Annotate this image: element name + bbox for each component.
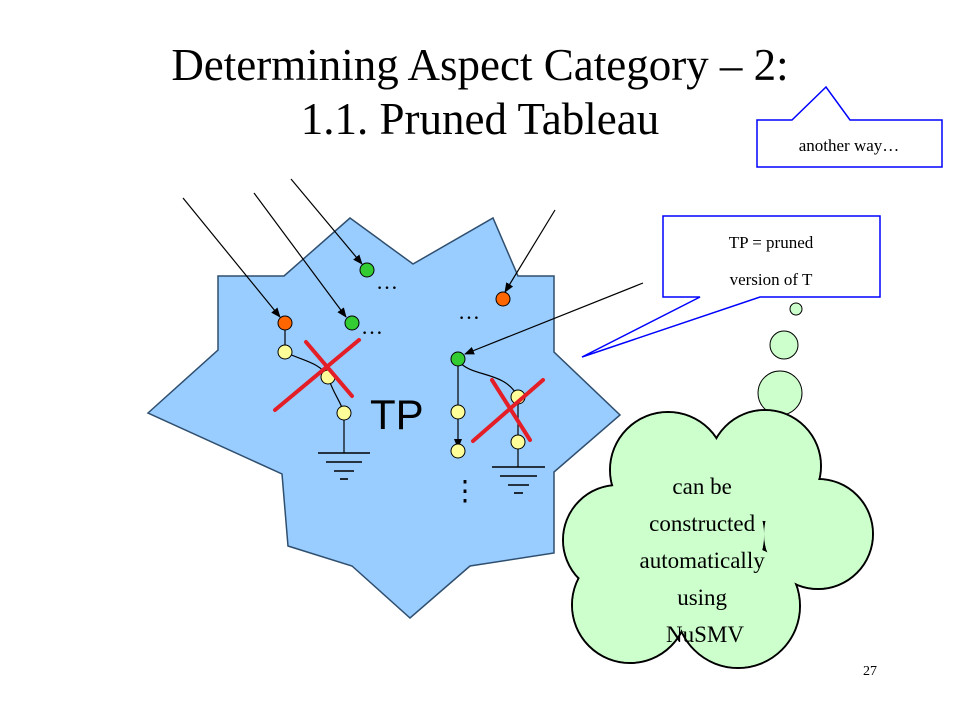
ground-symbol-right: [492, 466, 545, 494]
ground-symbol-left: [318, 452, 370, 480]
cloud-line-5: NuSMV: [666, 622, 744, 647]
node-orange: [277, 315, 293, 331]
node-yellow: [510, 434, 526, 450]
page-number: 27: [863, 664, 877, 679]
incoming-arrow-2: [253, 192, 347, 318]
cloud-line-4: using: [677, 585, 727, 610]
cloud-line-3: automatically: [640, 548, 766, 573]
callout-another-way: another way…: [756, 85, 943, 168]
prune-cross-left: [273, 338, 361, 412]
tableau-star-shape: [146, 216, 622, 619]
ellipsis-3: …: [458, 299, 480, 324]
callout-tp-line-1: TP = pruned: [729, 233, 814, 252]
thought-bubble-medium: [769, 330, 799, 360]
callout-tp-definition: TP = pruned version of T: [581, 215, 881, 358]
ellipsis-2: …: [361, 314, 383, 339]
callout-another-way-text: another way…: [799, 136, 900, 155]
thought-bubble-small: [789, 302, 803, 316]
title-line-2: 1.1. Pruned Tableau: [300, 94, 660, 144]
incoming-arrow-3: [290, 178, 363, 265]
tableau-label: TP: [370, 391, 424, 438]
thought-bubble-large: [757, 370, 803, 416]
incoming-arrow-4: [504, 209, 556, 293]
node-green: [450, 351, 466, 367]
cloud-line-1: can be: [672, 474, 731, 499]
node-green: [359, 262, 375, 278]
vertical-dots: ⋮: [451, 476, 479, 507]
node-orange: [495, 291, 511, 307]
slide-title: Determining Aspect Category – 2: 1.1. Pr…: [60, 38, 900, 146]
callout-tp-line-2: version of T: [730, 270, 813, 289]
cloud-text: can be constructed automatically using N…: [640, 474, 771, 647]
node-yellow: [450, 443, 466, 459]
incoming-arrow-5: [464, 282, 644, 355]
node-yellow: [336, 405, 352, 421]
thought-cloud: [562, 409, 874, 669]
node-green: [344, 315, 360, 331]
title-line-1: Determining Aspect Category – 2:: [171, 40, 789, 90]
node-yellow: [450, 404, 466, 420]
ellipsis-1: …: [376, 269, 398, 294]
cloud-line-2: constructed: [649, 511, 756, 536]
prune-cross-right: [471, 378, 545, 443]
node-yellow: [277, 344, 293, 360]
incoming-arrow-1: [182, 197, 281, 318]
